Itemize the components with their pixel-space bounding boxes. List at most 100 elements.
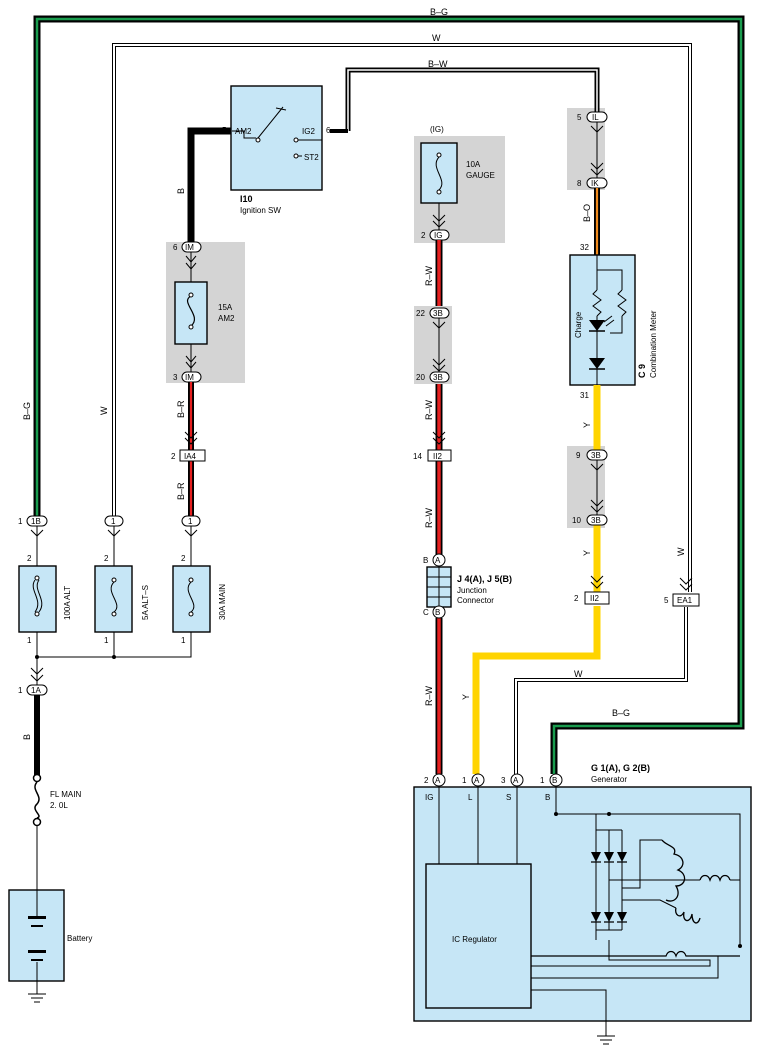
pin-1-f1: 1 <box>27 636 32 645</box>
wire-label-br1: B–R <box>176 400 186 418</box>
connector-3b-20: 3B <box>429 371 450 383</box>
connector-1a: 1A <box>26 684 48 696</box>
combination-meter[interactable] <box>569 254 636 386</box>
wire-label-y1: Y <box>582 422 592 428</box>
wire-label-br2: B–R <box>176 482 186 500</box>
pin-8-ik: 8 <box>577 179 582 188</box>
fuse-100a-alt-label: 100A ALT <box>63 586 72 620</box>
gen-conn-ig-label: A <box>435 776 441 785</box>
pin-32: 32 <box>580 243 589 252</box>
fuse-5a-alts[interactable] <box>94 565 133 633</box>
svg-text:II2: II2 <box>433 452 442 461</box>
gen-conn-b <box>549 773 563 787</box>
wire-label-rw3: R–W <box>424 507 434 528</box>
gen-s-label: S <box>506 793 511 802</box>
battery-label: Battery <box>67 934 92 943</box>
gen-id: G 1(A), G 2(B) <box>591 763 650 773</box>
gen-pin-2: 2 <box>424 776 429 785</box>
fl-main-size: 2. 0L <box>50 801 68 810</box>
gen-conn-ig <box>432 773 446 787</box>
wire-w-gen <box>514 607 688 774</box>
charge-lamp-circuit <box>589 255 627 385</box>
wire-label-bg-gen: B–G <box>612 708 630 718</box>
ic-regulator[interactable] <box>425 863 532 1009</box>
ic-regulator-label: IC Regulator <box>452 935 497 944</box>
pin-20: 20 <box>416 373 425 382</box>
connector-ea1: EA1 <box>672 593 700 607</box>
svg-text:EA1: EA1 <box>677 596 693 605</box>
svg-text:1: 1 <box>111 517 116 526</box>
connector-3b-9: 3B <box>586 449 608 461</box>
junction-a-label: A <box>435 556 441 565</box>
junction-3b-area <box>414 306 452 384</box>
gen-conn-l-label: A <box>474 776 480 785</box>
svg-text:1B: 1B <box>31 517 41 526</box>
pin-5-il: 5 <box>577 113 582 122</box>
wire-label-w-right: W <box>676 547 686 556</box>
connector-im-bot: IM <box>181 371 202 383</box>
ignition-switch-symbol <box>232 106 322 159</box>
pin-3-im: 3 <box>173 373 178 382</box>
svg-text:IG: IG <box>434 231 442 240</box>
fuse-am2-name: AM2 <box>218 314 235 323</box>
junction-b-label: B <box>435 608 440 617</box>
pin-2-f1: 2 <box>27 554 32 563</box>
connector-ii2-14: II2 <box>427 449 452 462</box>
wire-label-bw-top: B–W <box>428 59 448 69</box>
svg-text:IA4: IA4 <box>184 452 197 461</box>
svg-text:1: 1 <box>188 517 193 526</box>
ign-pin-6: 6 <box>326 126 331 135</box>
wire-bg-main <box>33 15 745 774</box>
wire-label-w-gen: W <box>574 669 583 679</box>
junction-name-a: Junction <box>457 586 487 595</box>
pin-2-ia4: 2 <box>171 452 176 461</box>
svg-text:IK: IK <box>591 179 599 188</box>
ign-st2-label: ST2 <box>304 153 319 162</box>
charge-label: Charge <box>574 311 583 338</box>
pin-1-1b: 1 <box>18 517 23 526</box>
fuse-am2-rating: 15A <box>218 303 233 312</box>
svg-text:1A: 1A <box>31 686 41 695</box>
wire-label-rw1: R–W <box>424 265 434 286</box>
gen-conn-l <box>471 773 485 787</box>
junction-pin-c: C <box>423 608 429 617</box>
wire-y <box>472 385 601 774</box>
junction-id: J 4(A), J 5(B) <box>457 574 512 584</box>
wire-b-am2 <box>187 127 231 244</box>
connector-1b: 1B <box>26 515 48 527</box>
svg-text:IM: IM <box>185 243 194 252</box>
connector-3b-22: 3B <box>429 307 450 319</box>
gen-conn-s <box>510 773 524 787</box>
rectifier-bridge <box>531 812 741 967</box>
fuse-30a-main[interactable] <box>172 565 211 633</box>
ignition-id: I10 <box>240 194 253 204</box>
pin-1-1a: 1 <box>18 686 23 695</box>
gauge-ig-label: (IG) <box>430 125 444 134</box>
pin-31: 31 <box>580 391 589 400</box>
pin-2-f2: 2 <box>104 554 109 563</box>
rotor-coil-icon <box>531 944 742 1021</box>
wire-label-b-sw: B <box>176 188 186 194</box>
fuse-am2[interactable] <box>174 281 208 345</box>
pin-22: 22 <box>416 309 425 318</box>
gen-ig-label: IG <box>425 793 433 802</box>
gen-b-label: B <box>545 793 550 802</box>
pin-5-ea1: 5 <box>664 596 669 605</box>
pin-10: 10 <box>572 516 581 525</box>
connector-ii2-2: II2 <box>584 591 610 605</box>
meter-id: C 9 <box>637 364 647 378</box>
fuse-gauge-rating: 10A <box>466 160 481 169</box>
gen-name: Generator <box>591 775 627 784</box>
generator-ground-icon <box>597 1021 615 1045</box>
wire-w-main <box>112 43 692 592</box>
meter-name: Combination Meter <box>649 310 658 378</box>
gen-pin-1: 1 <box>462 776 467 785</box>
connector-ig: IG <box>429 229 450 241</box>
fl-main-fusible-link[interactable] <box>32 773 42 827</box>
pin-2-f3: 2 <box>181 554 186 563</box>
wire-label-bo: B–O <box>582 204 592 222</box>
connector-il: IL <box>586 111 608 123</box>
wire-label-bg-left: B–G <box>22 402 32 420</box>
connector-3b-10: 3B <box>586 514 608 526</box>
pin-2-ii2: 2 <box>574 594 579 603</box>
